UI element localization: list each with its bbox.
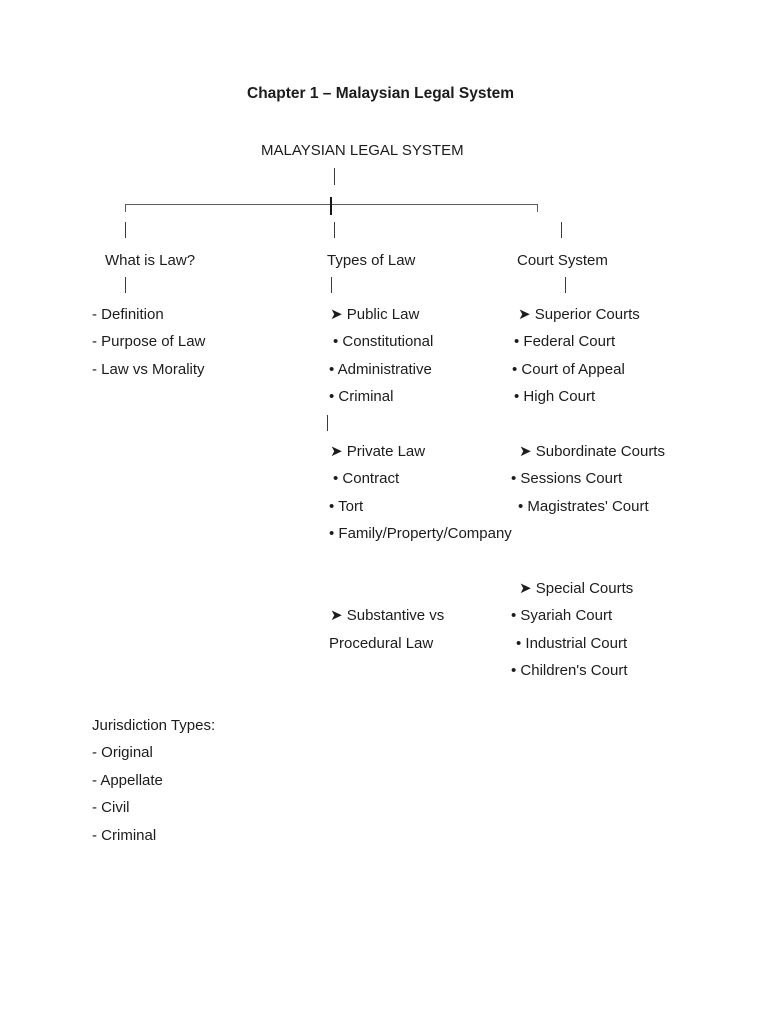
tree-item: • Administrative <box>329 360 432 378</box>
tree-item: ➤ Substantive vs <box>330 607 445 625</box>
tree-item: • Children's Court <box>511 662 628 680</box>
tree-item: • Court of Appeal <box>512 360 625 378</box>
tree-item: - Purpose of Law <box>92 333 206 351</box>
tree-item: • Magistrates' Court <box>518 497 649 515</box>
tree-item: - Law vs Morality <box>92 360 205 378</box>
column-pipe-above <box>561 222 562 238</box>
branch-right-tick <box>537 204 538 212</box>
tree-item: ➤ Public Law <box>330 306 420 323</box>
tree-item: ➤ Special Courts <box>519 580 634 597</box>
column-pipe-below <box>565 277 566 293</box>
tree-item: • Syariah Court <box>511 607 613 625</box>
tree-item: • Tort <box>329 497 364 515</box>
tree-item: Procedural Law <box>329 634 434 652</box>
tree-item: • Criminal <box>329 388 394 406</box>
tree-item: • Contract <box>333 470 400 488</box>
column-header: What is Law? <box>105 252 196 269</box>
jurisdiction-heading: Jurisdiction Types: <box>92 717 216 734</box>
tree-item-pipe <box>327 414 328 431</box>
column-pipe-below <box>125 277 126 293</box>
jurisdiction-item: - Original <box>92 744 153 762</box>
tree-root-label: MALAYSIAN LEGAL SYSTEM <box>261 142 464 159</box>
column-pipe-above <box>334 222 335 238</box>
jurisdiction-item: - Appellate <box>92 771 163 789</box>
column-header: Types of Law <box>327 252 416 269</box>
tree-item: • Federal Court <box>514 333 616 351</box>
tree-root-pipe <box>334 168 335 185</box>
tree-item: • Constitutional <box>333 333 434 351</box>
tree-item: ➤ Superior Courts <box>518 306 640 323</box>
tree-item: - Definition <box>92 306 164 323</box>
tree-item: • Industrial Court <box>516 634 628 652</box>
column-header: Court System <box>517 252 608 269</box>
column-pipe-above <box>125 222 126 238</box>
branch-center-cross <box>330 197 332 215</box>
tree-item: • High Court <box>514 388 596 406</box>
column-pipe-below <box>331 277 332 293</box>
branch-left-tick <box>125 204 126 212</box>
jurisdiction-item: - Criminal <box>92 826 157 844</box>
tree-item: • Family/Property/Company <box>329 525 512 543</box>
tree-item: ➤ Subordinate Courts <box>519 443 665 460</box>
page-title: Chapter 1 – Malaysian Legal System <box>247 85 515 102</box>
tree-item: ➤ Private Law <box>330 443 426 460</box>
tree-item: • Sessions Court <box>511 470 623 488</box>
jurisdiction-item: - Civil <box>92 799 130 817</box>
